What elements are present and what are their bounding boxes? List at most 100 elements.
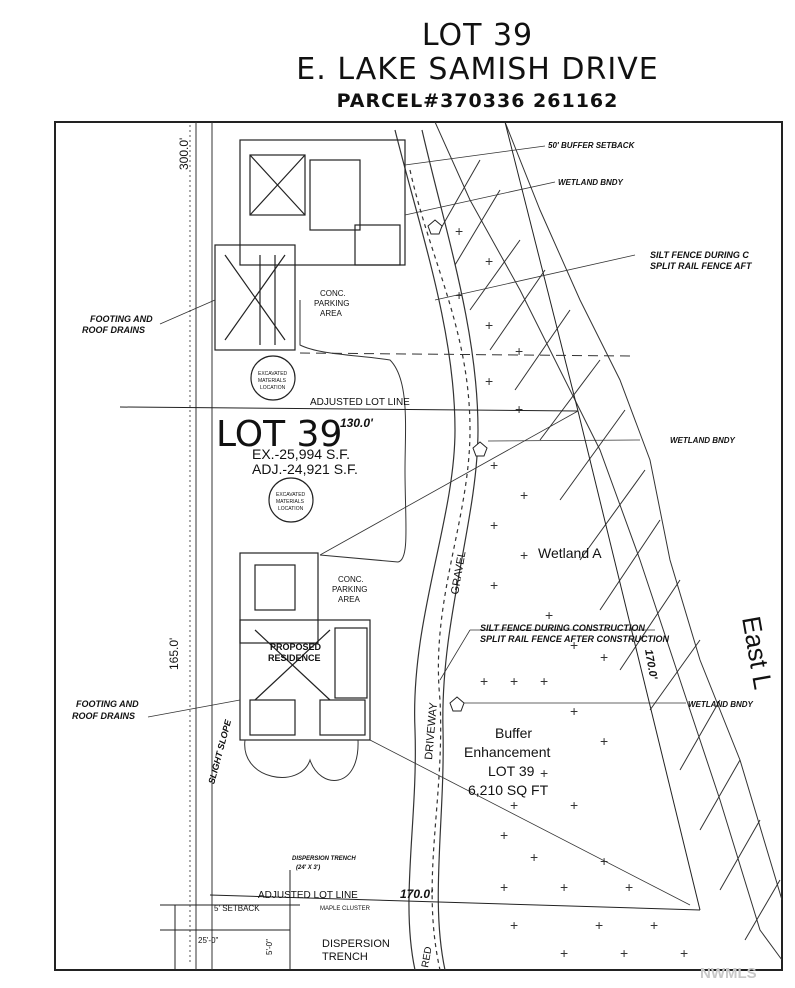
svg-text:+: +: [560, 945, 568, 961]
svg-text:+: +: [600, 649, 608, 665]
excavated-upper-3: LOCATION: [260, 385, 286, 391]
driveway-label: DRIVEWAY: [423, 701, 440, 760]
dim-top-left: 300.0': [177, 138, 191, 170]
excavated-upper-2: MATERIALS: [258, 378, 287, 384]
footing-drains-lower-2: ROOF DRAINS: [72, 711, 135, 721]
wetland-bndy-marker: [449, 696, 465, 712]
wetland-hatch: [434, 121, 783, 961]
svg-text:+: +: [540, 673, 548, 689]
adjusted-lot-line-lower: [209, 894, 701, 911]
dim-right-lower: 170.0': [642, 648, 659, 680]
svg-text:+: +: [490, 577, 498, 593]
dispersion-trench-small: DISPERSION TRENCH: [292, 856, 356, 862]
excavated-lower-1: EXCAVATED: [276, 492, 306, 498]
footing-drains-upper-2: ROOF DRAINS: [82, 325, 145, 335]
svg-text:+: +: [520, 487, 528, 503]
svg-text:+: +: [500, 879, 508, 895]
conc-parking-lower-3: AREA: [338, 595, 360, 604]
svg-text:+: +: [570, 637, 578, 653]
svg-text:+: +: [485, 373, 493, 389]
patio-outline: [244, 739, 359, 781]
conc-parking-lower-2: PARKING: [332, 585, 367, 594]
maple-cluster-label: MAPLE CLUSTER: [320, 906, 371, 912]
watermark: NWMLS: [700, 965, 757, 982]
excavated-lower-2: MATERIALS: [276, 499, 305, 505]
silt-fence-mid-2: SPLIT RAIL FENCE AFTER CONSTRUCTION: [480, 634, 670, 644]
svg-text:+: +: [625, 879, 633, 895]
silt-fence-mid-1: SILT FENCE DURING CONSTRUCTION: [480, 623, 645, 633]
title-lot: LOT 39: [421, 18, 534, 53]
silt-fence-top-2: SPLIT RAIL FENCE AFT: [650, 261, 753, 271]
wetland-bndy-label-low: WETLAND BNDY: [688, 700, 754, 709]
lot-label: LOT 39: [216, 414, 342, 455]
silt-fence-top-1: SILT FENCE DURING C: [650, 250, 749, 260]
svg-text:+: +: [595, 917, 603, 933]
conc-parking-upper-2: PARKING: [314, 299, 349, 308]
buffer-label-4: 6,210 SQ FT: [468, 782, 549, 798]
dim-bottom-left2: 5'-0": [265, 939, 274, 955]
silt-fence-line: [409, 169, 471, 971]
parking-area-outline: [299, 300, 407, 563]
driveway-edge-left: [394, 129, 456, 971]
svg-text:+: +: [620, 945, 628, 961]
svg-text:+: +: [560, 879, 568, 895]
dim-left-lower: 165.0': [167, 638, 181, 670]
footing-drains-upper-1: FOOTING AND: [90, 314, 153, 324]
driveway-edge-right: [421, 129, 479, 971]
svg-text:+: +: [680, 945, 688, 961]
svg-text:+: +: [490, 457, 498, 473]
adjusted-lot-line-upper: [119, 406, 579, 412]
svg-text:+: +: [545, 607, 553, 623]
adjusted-lot-line-label-upper: ADJUSTED LOT LINE: [310, 397, 410, 408]
plan-frame: [54, 121, 783, 971]
svg-text:+: +: [455, 223, 463, 239]
existing-house: [214, 139, 406, 351]
dim-right-upper: 130.0': [340, 416, 374, 430]
svg-text:+: +: [650, 917, 658, 933]
svg-text:+: +: [490, 517, 498, 533]
wetland-bndy-marker: [427, 219, 443, 235]
footing-drains-lower-1: FOOTING AND: [76, 699, 139, 709]
wetland-bndy-label: WETLAND BNDY: [558, 178, 624, 187]
ex-area: EX.-25,994 S.F.: [252, 446, 350, 462]
wetland-bndy-label-mid: WETLAND BNDY: [670, 436, 736, 445]
excavated-upper-1: EXCAVATED: [258, 371, 288, 377]
svg-text:+: +: [485, 317, 493, 333]
dim-bottom: 170.0': [400, 887, 434, 901]
buffer-label-3: LOT 39: [488, 763, 535, 779]
svg-text:+: +: [455, 287, 463, 303]
buffer-label-1: Buffer: [495, 725, 532, 741]
conc-parking-upper-3: AREA: [320, 309, 342, 318]
dispersion-label-2: TRENCH: [322, 951, 368, 963]
excavated-location-lower: [268, 477, 314, 523]
proposed-label-1: PROPOSED: [270, 642, 322, 652]
gravel-label: GRAVEL: [449, 550, 468, 595]
svg-text:+: +: [480, 673, 488, 689]
east-lot-line: [577, 410, 701, 911]
wetland-a-label: Wetland A: [538, 545, 602, 561]
slight-slope-label: SLIGHT SLOPE: [206, 718, 233, 785]
buffer-plus-marks: +++ +++ +++ +++ +++ +++ +++ +++ +++ +++ …: [455, 223, 688, 961]
excavated-location-upper: [250, 355, 296, 401]
conc-parking-upper-1: CONC.: [320, 289, 346, 298]
svg-text:+: +: [515, 343, 523, 359]
adjusted-lot-line-label-lower: ADJUSTED LOT LINE: [258, 890, 358, 901]
svg-text:+: +: [570, 703, 578, 719]
title-parcel: PARCEL#370336 261162: [336, 90, 619, 112]
setback-5-label: 5' SETBACK: [214, 904, 260, 913]
svg-text:+: +: [570, 797, 578, 813]
red-label: RED: [420, 946, 435, 969]
proposed-residence: [239, 552, 371, 741]
title-street: E. LAKE SAMISH DRIVE: [296, 52, 659, 87]
proposed-label-2: RESIDENCE: [268, 653, 321, 663]
svg-text:+: +: [520, 547, 528, 563]
svg-text:+: +: [510, 797, 518, 813]
svg-text:+: +: [540, 765, 548, 781]
conc-parking-lower-1: CONC.: [338, 575, 364, 584]
buffer-label-2: Enhancement: [464, 744, 551, 760]
svg-text:+: +: [510, 673, 518, 689]
east-road-label: East L: [736, 614, 778, 692]
svg-text:+: +: [530, 849, 538, 865]
svg-text:+: +: [600, 733, 608, 749]
